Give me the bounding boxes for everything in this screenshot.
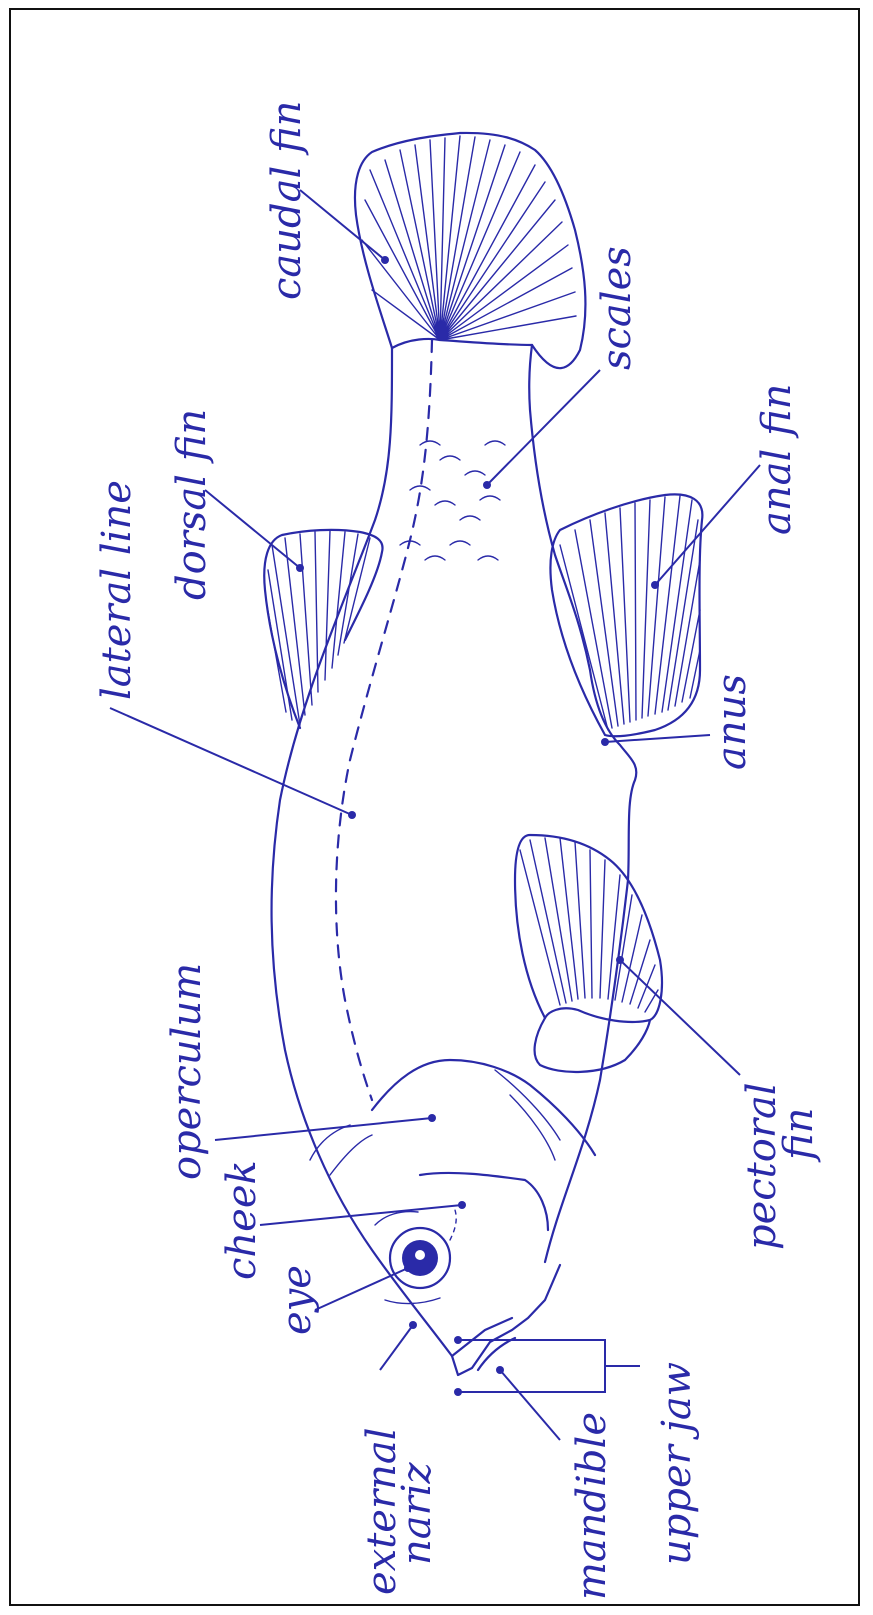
label-pectoral-fin-line1: pectoral	[739, 1082, 785, 1250]
lateral-line	[336, 340, 432, 1100]
label-anus: anus	[709, 674, 755, 770]
label-cheek: cheek	[219, 1160, 265, 1280]
label-eye: eye	[274, 1265, 320, 1335]
anal-fin	[550, 494, 702, 736]
scales	[400, 441, 505, 560]
label-caudal-fin: caudal fin	[264, 101, 310, 300]
fish-body	[272, 339, 637, 1375]
label-mandible: mandible	[569, 1412, 615, 1600]
label-anal-fin: anal fin	[754, 384, 800, 535]
label-lateral-line: lateral line	[94, 480, 140, 700]
label-external-nariz-line2: nariz	[394, 1461, 440, 1565]
label-pectoral-fin-line2: fin	[776, 1108, 822, 1163]
caudal-fin	[355, 133, 585, 368]
dorsal-fin	[264, 530, 382, 728]
label-upper-jaw: upper jaw	[654, 1362, 700, 1565]
label-scales: scales	[594, 246, 640, 370]
pectoral-fin	[515, 835, 662, 1072]
label-operculum: operculum	[164, 963, 210, 1180]
label-dorsal-fin: dorsal fin	[169, 409, 215, 600]
